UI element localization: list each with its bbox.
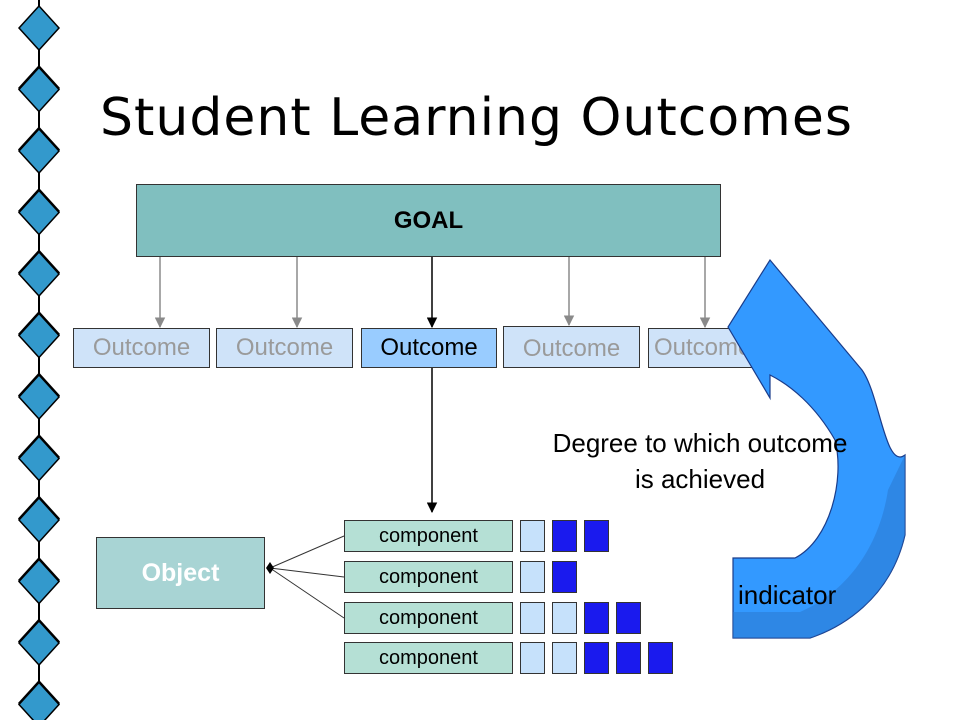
outcome-box-4: Outcome <box>503 326 640 368</box>
goal-box: GOAL <box>136 184 721 257</box>
diamond-light-icon <box>17 312 61 359</box>
page-title: Student Learning Outcomes <box>100 88 853 148</box>
level-square-filled <box>584 602 609 634</box>
diamond-light-icon <box>17 496 61 544</box>
level-square-filled <box>584 520 609 552</box>
indicator-label: indicator <box>738 580 837 610</box>
component-box-2: component <box>344 561 513 593</box>
level-square-empty <box>520 520 545 552</box>
level-square-filled <box>648 642 673 674</box>
diamond-light-icon <box>17 127 61 175</box>
level-square-filled <box>616 602 641 634</box>
diamond-light-icon <box>17 250 61 298</box>
degree-label-line-1: Degree to which outcome <box>552 428 848 458</box>
level-square-filled <box>616 642 641 674</box>
diamond-border <box>17 0 61 720</box>
diamond-light-icon <box>17 4 61 52</box>
level-square-filled <box>584 642 609 674</box>
diamond-light-icon <box>17 681 61 720</box>
object-link-3 <box>269 567 345 619</box>
level-square-empty <box>520 642 545 674</box>
diamond-light-icon <box>17 558 61 605</box>
diamond-light-icon <box>17 189 61 236</box>
outcome-box-2: Outcome <box>216 328 353 368</box>
object-box: Object <box>96 537 265 609</box>
level-square-filled <box>552 561 577 593</box>
object-link-2 <box>269 567 345 578</box>
level-square-empty <box>552 602 577 634</box>
degree-label-line-2: is achieved <box>634 464 766 494</box>
level-square-empty <box>520 602 545 634</box>
outcome-box-selected: Outcome <box>361 328 497 368</box>
diamond-light-icon <box>17 619 61 667</box>
outcome-box-1: Outcome <box>73 328 210 368</box>
object-link-diamond <box>266 562 274 574</box>
component-box-3: component <box>344 602 513 634</box>
diamond-light-icon <box>17 373 61 421</box>
level-square-empty <box>520 561 545 593</box>
object-link-1 <box>269 535 345 569</box>
diamond-light-icon <box>17 66 61 113</box>
component-box-1: component <box>344 520 513 552</box>
component-box-4: component <box>344 642 513 674</box>
diamond-light-icon <box>17 435 61 482</box>
degree-label: Degree to which outcome is achieved <box>520 425 880 497</box>
level-square-filled <box>552 520 577 552</box>
level-square-empty <box>552 642 577 674</box>
